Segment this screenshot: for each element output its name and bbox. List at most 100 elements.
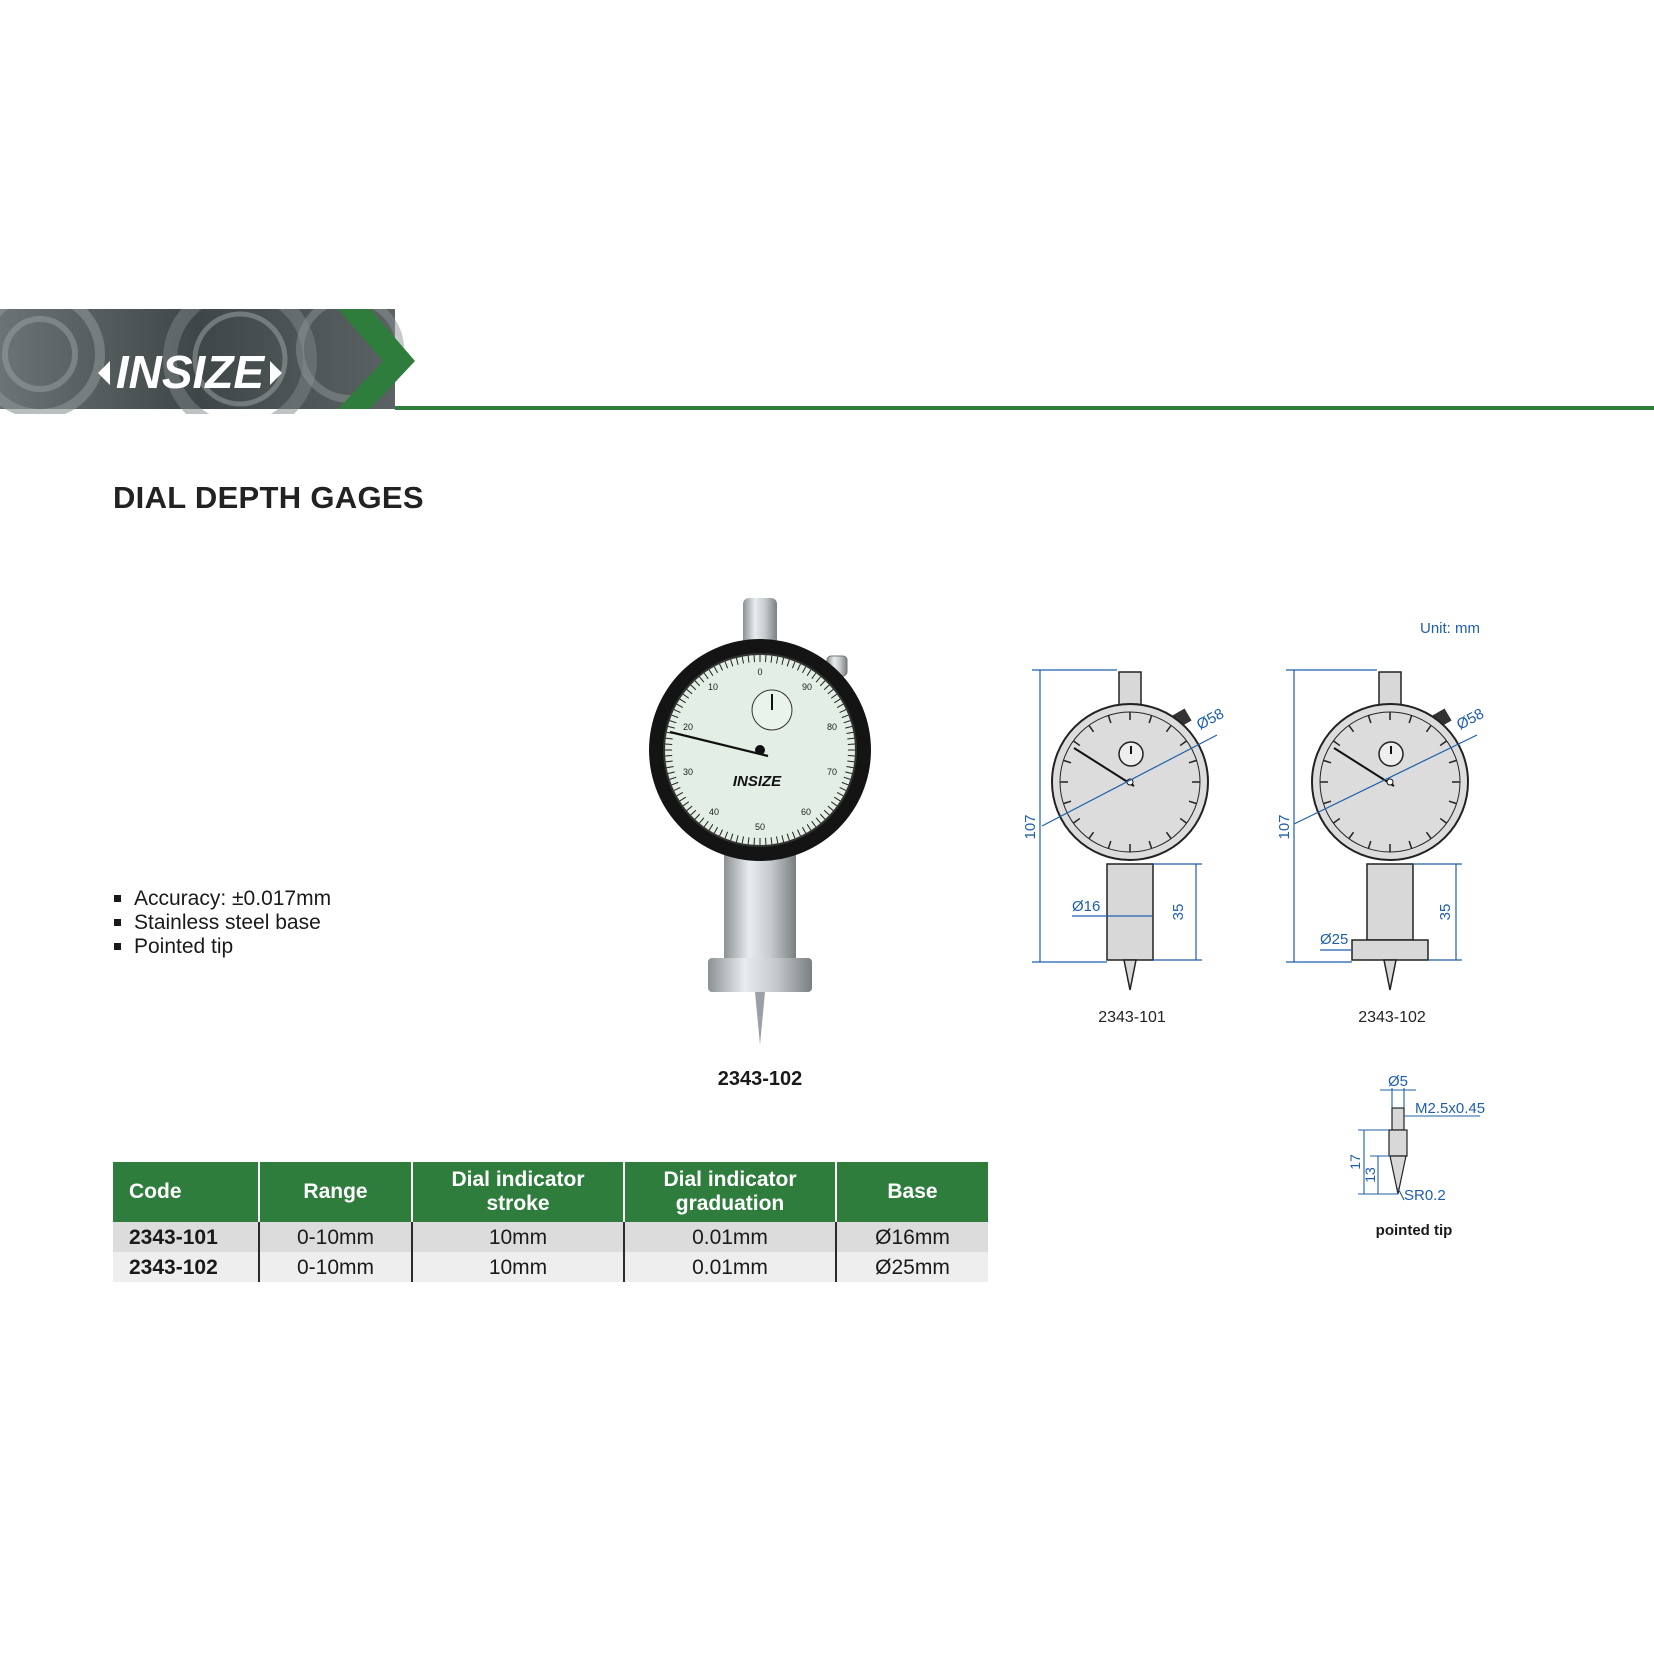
- dial-tick: [806, 669, 812, 676]
- dial-number: 70: [827, 767, 837, 777]
- cell-code: 2343-101: [113, 1222, 260, 1252]
- dial-tick: [836, 791, 844, 797]
- dial-number: 30: [683, 767, 693, 777]
- dial-tick: [830, 693, 838, 699]
- dial-tick: [823, 809, 830, 816]
- dial-tick: [847, 760, 855, 763]
- dial-tick: [669, 776, 677, 780]
- dial-tick: [1107, 715, 1112, 724]
- dial-tick: [719, 829, 723, 837]
- feature-item: Accuracy: ±0.017mm: [113, 887, 331, 911]
- header-banner: INSIZE: [0, 309, 1654, 414]
- dim-height: 107: [1276, 814, 1293, 839]
- dial-tick: [839, 787, 847, 791]
- cell-range: 0-10mm: [259, 1252, 413, 1282]
- dial-tick: [676, 791, 684, 797]
- dial-tick: [673, 709, 681, 713]
- dim-stem: 35: [1170, 904, 1187, 921]
- drawing-caption: 2343-102: [1358, 1009, 1426, 1026]
- dial-tick: [1165, 724, 1172, 733]
- dial-tick: [699, 817, 705, 824]
- technical-drawing-2343-102: 107 35 Ø25 Ø58: [1272, 650, 1512, 1000]
- feature-item: Pointed tip: [113, 935, 331, 959]
- dial-tick: [836, 703, 844, 709]
- tip-total-length: 17: [1347, 1154, 1363, 1170]
- cell-graduation: 0.01mm: [624, 1252, 837, 1282]
- dial-tick: [801, 826, 807, 834]
- dial-tick: [682, 693, 690, 699]
- dial-tick: [671, 714, 679, 719]
- dial-number: 40: [709, 807, 719, 817]
- dial-tick: [1348, 831, 1355, 840]
- dim-height: 107: [1022, 814, 1039, 839]
- dial-tick: [730, 659, 734, 667]
- dial-tick: [797, 663, 801, 671]
- dial-number: 50: [755, 822, 765, 832]
- col-header-base: Base: [836, 1162, 988, 1222]
- dial-tick: [801, 666, 807, 674]
- cell-graduation: 0.01mm: [624, 1222, 837, 1252]
- unit-label: Unit: mm: [1420, 620, 1480, 637]
- dial-tick: [830, 801, 838, 807]
- dial-tick: [686, 689, 693, 695]
- dial-tick: [730, 833, 734, 841]
- dial-tick: [747, 837, 750, 845]
- pointed-tip-drawing: Ø5 M2.5x0.45 17 13 SR0.2: [1340, 1068, 1500, 1208]
- col-header-stroke: Dial indicator stroke: [412, 1162, 625, 1222]
- dial-tick: [1188, 800, 1197, 805]
- dial-tick: [811, 672, 817, 680]
- dial-tick: [1367, 840, 1372, 849]
- dial-tick: [1332, 817, 1341, 824]
- dial-tick: [823, 684, 830, 691]
- dial-tick: [839, 709, 847, 713]
- product-photo: 0 10 20 30 40 50 60 70 80 90 INSIZE: [630, 590, 890, 1050]
- dial-tick: [679, 796, 686, 802]
- dim-diameter: Ø58: [1454, 705, 1487, 733]
- tip-caption: pointed tip: [1375, 1222, 1453, 1239]
- dial-tick: [1063, 759, 1072, 764]
- dial-tick: [827, 689, 834, 695]
- drawing-caption: 2343-101: [1098, 1009, 1166, 1026]
- dial-tick: [1323, 800, 1332, 805]
- dial-number: 80: [827, 722, 837, 732]
- dial-number: 20: [683, 722, 693, 732]
- dial-tick: [797, 829, 801, 837]
- logo-arrow-left: [98, 361, 110, 385]
- dial-tick: [1063, 800, 1072, 805]
- tip-diameter: Ø5: [1388, 1073, 1408, 1090]
- dial-tick: [834, 698, 841, 704]
- dial-tick: [1425, 831, 1432, 840]
- dial-tick: [847, 737, 855, 740]
- dial-tick: [673, 787, 681, 791]
- dial-tick: [1439, 740, 1448, 747]
- logo-arrow-right: [270, 361, 282, 385]
- dial-tick: [843, 776, 851, 780]
- dial-tick: [815, 676, 821, 683]
- dial-tick: [679, 698, 686, 704]
- dial-tick: [1072, 740, 1081, 747]
- dial-tick: [770, 655, 773, 663]
- dial-tick: [671, 781, 679, 786]
- dial-tick: [1088, 831, 1095, 840]
- dial-tick: [1188, 759, 1197, 764]
- dial-tick: [791, 661, 796, 669]
- dial-tick: [834, 796, 841, 802]
- dial-tick: [1179, 740, 1188, 747]
- dial-tick: [708, 669, 714, 676]
- tip-radius: SR0.2: [1404, 1187, 1446, 1204]
- col-header-graduation: Dial indicator graduation: [624, 1162, 837, 1222]
- dial-tick: [1088, 724, 1095, 733]
- dim-stem: 35: [1437, 904, 1454, 921]
- dial-tick: [775, 656, 779, 664]
- dial-tick: [806, 824, 812, 831]
- dial-tick: [1165, 831, 1172, 840]
- dial-tick: [1107, 840, 1112, 849]
- dial-tick: [690, 684, 697, 691]
- dial-tick: [708, 824, 714, 831]
- dim-base: Ø25: [1320, 931, 1348, 948]
- dial-tick: [846, 731, 854, 735]
- dial-tick: [1448, 759, 1457, 764]
- dial-tick: [667, 725, 675, 729]
- dial-number: 10: [708, 682, 718, 692]
- dim-diameter: Ø58: [1194, 705, 1227, 733]
